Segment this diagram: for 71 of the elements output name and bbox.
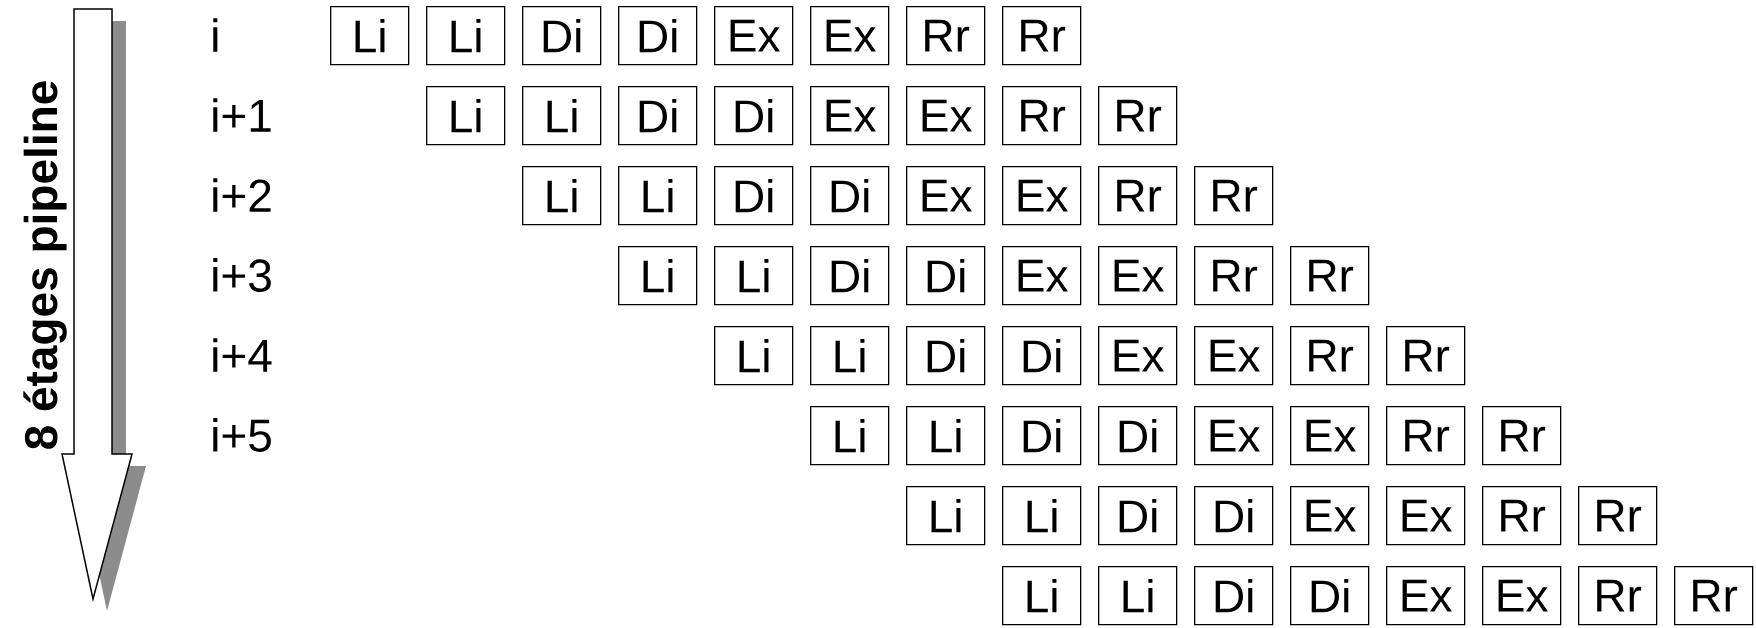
stage-box: Di xyxy=(1290,566,1370,626)
stage-box: Ex xyxy=(810,6,890,66)
stage-box: Rr xyxy=(1002,86,1082,146)
stage-box: Ex xyxy=(906,166,986,226)
stage-box: Li xyxy=(714,246,794,306)
stage-box: Ex xyxy=(1290,406,1370,466)
stage-box: Di xyxy=(1002,326,1082,386)
stage-box: Rr xyxy=(1194,246,1274,306)
stage-box: Ex xyxy=(1386,486,1466,546)
stage-box: Rr xyxy=(1482,486,1562,546)
stage-box: Di xyxy=(906,326,986,386)
stage-box: Rr xyxy=(1578,486,1658,546)
row-label: i+2 xyxy=(213,178,271,212)
stage-box: Di xyxy=(522,6,602,66)
stage-box: Ex xyxy=(1002,166,1082,226)
stage-box: Ex xyxy=(1098,246,1178,306)
stage-box: Di xyxy=(1194,566,1274,626)
stage-box: Ex xyxy=(1482,566,1562,626)
stage-box: Rr xyxy=(1386,406,1466,466)
stage-box: Ex xyxy=(1194,406,1274,466)
stage-box: Rr xyxy=(1098,86,1178,146)
row-label: i+5 xyxy=(213,418,271,452)
stage-box: Ex xyxy=(810,86,890,146)
stage-box: Di xyxy=(810,246,890,306)
stage-box: Di xyxy=(1002,406,1082,466)
stage-box: Li xyxy=(714,326,794,386)
stage-box: Li xyxy=(522,86,602,146)
stage-box: Di xyxy=(714,166,794,226)
stage-box: Di xyxy=(810,166,890,226)
stage-box: Ex xyxy=(1098,326,1178,386)
row-label: i xyxy=(213,18,218,52)
stage-box: Rr xyxy=(1098,166,1178,226)
stage-box: Ex xyxy=(1290,486,1370,546)
stage-box: Rr xyxy=(1578,566,1658,626)
row-label: i+4 xyxy=(213,338,272,372)
row-label: i+3 xyxy=(213,258,271,292)
stage-box: Li xyxy=(618,246,698,306)
stage-box: Li xyxy=(1002,566,1082,626)
stage-box: Li xyxy=(1002,486,1082,546)
stage-box: Li xyxy=(810,326,890,386)
stage-box: Di xyxy=(1098,406,1178,466)
stage-box: Ex xyxy=(714,6,794,66)
stage-box: Li xyxy=(522,166,602,226)
stage-box: Li xyxy=(426,6,506,66)
stage-box: Rr xyxy=(1002,6,1082,66)
stage-box: Rr xyxy=(1194,166,1274,226)
stage-box: Rr xyxy=(1290,246,1370,306)
stage-box: Di xyxy=(1194,486,1274,546)
stage-box: Rr xyxy=(1386,326,1466,386)
stage-box: Li xyxy=(810,406,890,466)
stage-box: Li xyxy=(906,406,986,466)
stage-box: Rr xyxy=(1482,406,1562,466)
stage-box: Ex xyxy=(1002,246,1082,306)
stage-box: Li xyxy=(426,86,506,146)
row-label: i+1 xyxy=(213,98,271,132)
stage-box: Ex xyxy=(906,86,986,146)
stage-box: Ex xyxy=(1386,566,1466,626)
stage-box: Rr xyxy=(906,6,986,66)
stage-box: Di xyxy=(1098,486,1178,546)
stage-box: Ex xyxy=(1194,326,1274,386)
stage-box: Li xyxy=(1098,566,1178,626)
stage-box: Li xyxy=(330,6,410,66)
stage-box: Di xyxy=(618,86,698,146)
title-text: 8 étages pipeline xyxy=(23,81,67,449)
stage-box: Li xyxy=(618,166,698,226)
stage-box: Di xyxy=(714,86,794,146)
stage-box: Rr xyxy=(1674,566,1754,626)
stage-box: Li xyxy=(906,486,986,546)
stage-box: Di xyxy=(906,246,986,306)
stage-box: Di xyxy=(618,6,698,66)
stage-box: Rr xyxy=(1290,326,1370,386)
